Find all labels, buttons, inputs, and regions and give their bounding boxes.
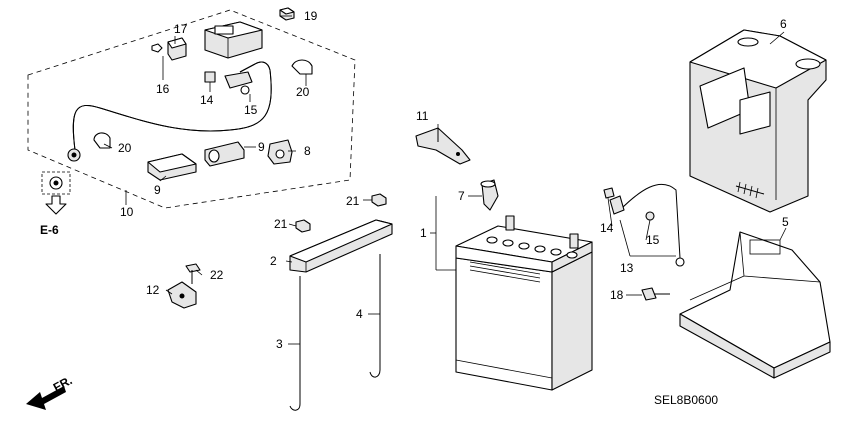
negative-cable-part-13 [609,184,685,267]
clamp-part-8 [267,139,293,165]
nut-part-15 [645,211,655,221]
callout-9-left: 9 [154,183,161,197]
harness-clip-20-lower [93,132,111,149]
callout-7: 7 [458,189,465,203]
nut-part-19 [279,7,295,21]
callout-21-right: 21 [346,194,360,208]
callout-11: 11 [416,109,429,123]
hold-down-rod-part-4 [369,254,381,378]
battery-terminal-pos [569,233,579,249]
callout-16: 16 [156,82,170,96]
callout-6: 6 [780,17,787,31]
callout-20-upper: 20 [296,85,310,99]
callout-14-upper: 14 [200,93,214,107]
terminal-cover-part-7 [480,179,499,211]
ref-label: E-6 [40,223,59,237]
nut-part-21-right [371,193,387,207]
leader-lines [103,15,787,345]
hold-down-rod-part-3 [289,276,301,411]
battery-terminal-neg [505,215,515,231]
callout-1: 1 [420,226,427,240]
fuse-box-part [204,21,263,59]
connector-part-17 [167,37,187,61]
callout-17: 17 [174,22,188,36]
ref-arrow-icon [45,195,67,215]
bracket-part-12 [167,281,197,309]
callout-5: 5 [782,215,789,229]
harness-clip-20-upper [291,59,313,75]
callout-14-right: 14 [600,221,614,235]
diagram-code: SEL8B0600 [654,393,718,407]
callout-22: 22 [210,268,224,282]
bolt-part-22 [185,263,201,284]
battery-part-1 [455,215,593,391]
callout-21-left: 21 [274,217,288,231]
callout-9-right: 9 [258,140,265,154]
callout-12: 12 [146,283,160,297]
harness-group-boundary [27,9,356,209]
callout-15-upper: 15 [244,103,258,117]
battery-cell-caps [486,236,578,259]
callout-labels: 17 19 16 14 15 20 20 9 8 9 10 11 7 1 21 … [118,9,789,351]
callout-10: 10 [120,205,134,219]
callout-19: 19 [304,9,318,23]
callout-2: 2 [270,254,277,268]
battery-tray-part-5 [679,231,831,379]
bolt-part-18 [641,287,670,301]
cover-part-9-lower [147,153,197,181]
nut-part-21-left [295,219,311,233]
callout-20-lower: 20 [118,141,132,155]
terminal-assembly-14-15 [204,71,253,95]
bracket-part-11 [415,127,471,165]
callout-4: 4 [356,307,363,321]
front-arrow-icon: FR. [26,373,74,410]
bolt-part-14 [603,187,615,199]
callout-15-right: 15 [646,233,660,247]
callout-18: 18 [610,288,624,302]
callout-8: 8 [304,144,311,158]
harness-group [27,7,356,209]
hold-down-bar-part-2 [289,219,393,273]
callout-3: 3 [276,337,283,351]
box-drain-hose [735,181,765,199]
connector-part-9-upper [204,141,245,167]
callout-13: 13 [620,261,634,275]
battery-box-part-6 [689,29,827,213]
